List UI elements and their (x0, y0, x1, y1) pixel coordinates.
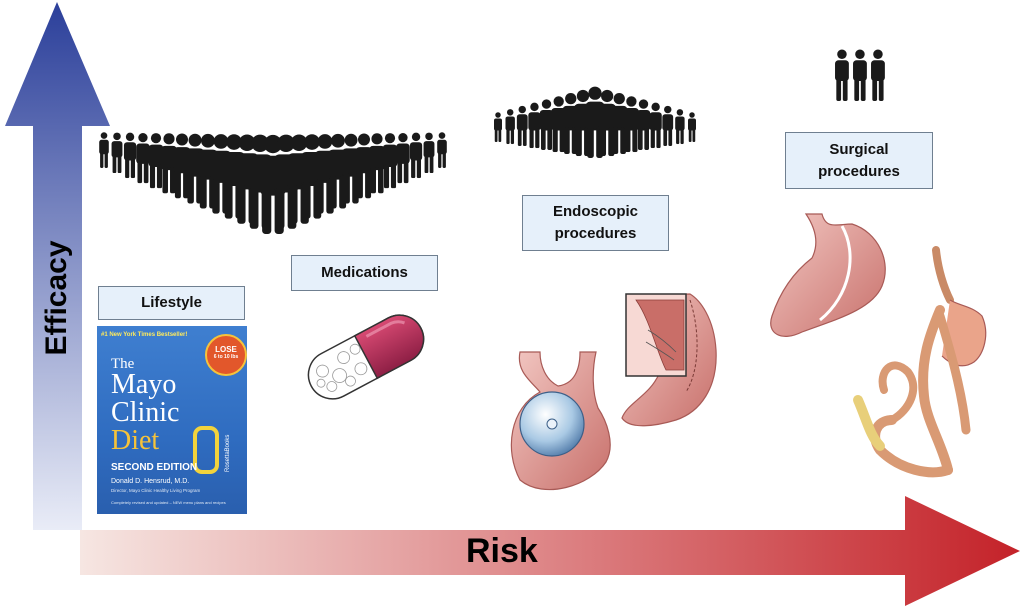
book-title-mayo: Mayo (111, 369, 177, 400)
person-icon (623, 96, 639, 153)
person-icon (649, 102, 662, 149)
person-icon (675, 109, 685, 145)
category-label-endoscopic: Endoscopic procedures (522, 195, 669, 251)
risk-axis-arrow (80, 496, 1020, 606)
book-badge-lose: LOSE (215, 345, 237, 354)
surgical-crowd (835, 49, 885, 101)
person-icon (528, 102, 541, 149)
endoscopic-sleeve-illustration (621, 293, 717, 427)
book-author: Donald D. Hensrud, M.D. (111, 478, 190, 485)
person-icon (835, 49, 849, 101)
book-tagline: Completely revised and updated – NEW men… (111, 500, 226, 505)
person-icon (494, 112, 502, 142)
book-title-diet: Diet (111, 425, 160, 456)
lifestyle-medications-crowd (99, 132, 447, 234)
person-icon (688, 112, 696, 142)
book-author-role: Director, Mayo Clinic Healthy Living Pro… (111, 488, 201, 493)
category-label-medications: Medications (291, 255, 438, 291)
book-title-clinic: Clinic (111, 397, 180, 428)
pill-illustration (307, 314, 425, 400)
book-publisher: RosettaBooks (225, 434, 231, 472)
person-icon (871, 49, 885, 101)
book-edition: SECOND EDITION (111, 462, 198, 473)
book-bestseller: #1 New York Times Bestseller! (101, 332, 188, 338)
person-icon (111, 132, 123, 174)
book-badge-amount: 6 to 10 lbs (213, 354, 239, 360)
tape-measure-icon (193, 426, 219, 474)
book-badge: LOSE 6 to 10 lbs (205, 334, 247, 376)
person-icon (409, 132, 423, 179)
person-icon (437, 132, 447, 168)
person-icon (636, 99, 651, 150)
gastric-bypass-illustration (853, 246, 987, 478)
person-icon (505, 109, 515, 145)
category-label-surgical: Surgical procedures (785, 132, 933, 189)
person-icon (136, 132, 150, 184)
efficacy-axis-arrow (5, 2, 110, 530)
book-title-the: The (111, 356, 135, 372)
diet-book-cover: #1 New York Times Bestseller! LOSE 6 to … (97, 326, 247, 514)
person-icon (382, 133, 398, 189)
efficacy-axis-label: Efficacy (40, 240, 73, 356)
person-icon (662, 105, 674, 146)
intragastric-balloon-illustration (510, 351, 611, 491)
person-icon (123, 132, 137, 179)
endoscopic-crowd (494, 86, 696, 158)
sleeve-gastrectomy-illustration (770, 213, 886, 337)
category-label-lifestyle: Lifestyle (98, 286, 245, 320)
person-icon (423, 132, 435, 174)
person-icon (853, 49, 867, 101)
person-icon (99, 132, 109, 168)
person-icon (516, 105, 528, 146)
person-icon (396, 132, 410, 184)
risk-axis-label: Risk (466, 532, 538, 570)
